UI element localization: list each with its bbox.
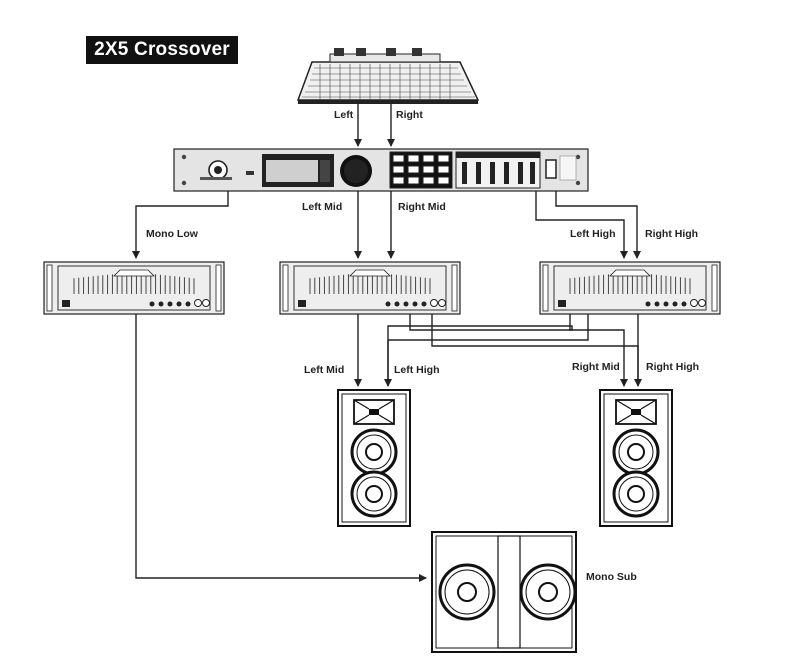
label-speaker-right-high: Right High <box>646 361 699 373</box>
label-mono-low: Mono Low <box>146 228 199 240</box>
sub-woofer-right <box>519 563 577 621</box>
button-grid <box>389 151 453 189</box>
mixer-meter-bridge <box>329 48 441 63</box>
label-speaker-left-high: Left High <box>394 364 440 376</box>
mixer-console <box>296 48 480 104</box>
label-left: Left <box>334 109 354 121</box>
label-speaker-left-mid: Left Mid <box>304 364 344 376</box>
amplifier-high <box>539 261 721 315</box>
amp-controls <box>385 299 446 307</box>
wire-right-high <box>555 191 641 259</box>
label-left-high: Left High <box>570 228 616 240</box>
label-right: Right <box>396 109 423 121</box>
label-left-mid: Left Mid <box>302 201 342 213</box>
level-meters <box>455 151 541 189</box>
label-mono-sub: Mono Sub <box>586 571 637 583</box>
mixer-channel-strips <box>302 64 475 100</box>
label-speaker-right-mid: Right Mid <box>572 361 620 373</box>
signal-wires <box>132 104 642 582</box>
wire-amp-left-high-x <box>387 314 573 386</box>
diagram-title: 2X5 Crossover <box>86 36 238 64</box>
woofer-driver <box>350 428 398 476</box>
left-fullrange-speaker <box>337 389 411 527</box>
crossover-processor <box>173 148 589 192</box>
amp-grille <box>569 272 691 294</box>
label-right-high: Right High <box>645 228 698 240</box>
woofer-driver <box>612 428 660 476</box>
xlr-input-jack <box>208 160 228 180</box>
amp-controls <box>645 299 706 307</box>
lcd-display <box>262 154 334 187</box>
wire-amp-left-high <box>388 314 589 341</box>
wire-amp-right-mid <box>409 314 628 387</box>
wire-mono-sub <box>135 314 427 582</box>
label-right-mid: Right Mid <box>398 201 446 213</box>
amp-controls <box>149 299 210 307</box>
wire-left-high <box>535 191 628 259</box>
sub-woofer-left <box>438 563 496 621</box>
amplifier-mid <box>279 261 461 315</box>
data-wheel-knob <box>340 155 372 187</box>
wire-amp-right-mid-2 <box>431 314 639 386</box>
woofer-driver <box>350 470 398 518</box>
amplifier-mono-low <box>43 261 225 315</box>
power-switch <box>545 155 577 181</box>
wire-mono-low <box>132 191 229 259</box>
mono-subwoofer <box>431 531 577 653</box>
right-fullrange-speaker <box>599 389 673 527</box>
woofer-driver <box>612 470 660 518</box>
